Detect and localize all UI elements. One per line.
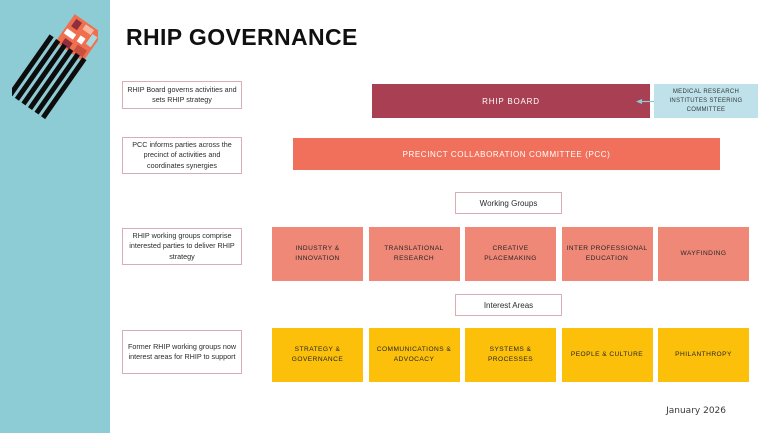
interest-area-item[interactable]: COMMUNICATIONS & ADVOCACY — [368, 328, 460, 382]
working-group-item[interactable]: INTER PROFESSIONAL EDUCATION — [561, 227, 653, 281]
interest-areas-row: STRATEGY & GOVERNANCE COMMUNICATIONS & A… — [272, 328, 749, 382]
page-title: RHIP GOVERNANCE — [126, 24, 358, 50]
sidebar-band — [0, 0, 110, 433]
note-pcc: PCC informs parties across the precinct … — [122, 137, 242, 174]
rhip-board-box: RHIP BOARD — [372, 84, 650, 118]
working-group-item[interactable]: INDUSTRY & INNOVATION — [272, 227, 363, 281]
note-working-groups: RHIP working groups comprise interested … — [122, 228, 242, 265]
working-group-item[interactable]: CREATIVE PLACEMAKING — [465, 227, 556, 281]
interest-area-item[interactable]: STRATEGY & GOVERNANCE — [272, 328, 363, 382]
slide-date: January 2026 — [666, 406, 726, 416]
note-interest-areas: Former RHIP working groups now interest … — [122, 330, 242, 374]
label-interest-areas: Interest Areas — [455, 294, 562, 316]
pcc-bar: PRECINCT COLLABORATION COMMITTEE (PCC) — [293, 138, 720, 170]
interest-area-item[interactable]: PHILANTHROPY — [658, 328, 749, 382]
label-working-groups: Working Groups — [455, 192, 562, 214]
working-group-item[interactable]: TRANSLATIONAL RESEARCH — [368, 227, 460, 281]
rhip-logo-icon — [12, 14, 98, 120]
interest-area-item[interactable]: SYSTEMS & PROCESSES — [465, 328, 556, 382]
interest-area-item[interactable]: PEOPLE & CULTURE — [561, 328, 653, 382]
working-groups-row: INDUSTRY & INNOVATION TRANSLATIONAL RESE… — [272, 227, 749, 281]
working-group-item[interactable]: WAYFINDING — [658, 227, 749, 281]
arrow-left-icon — [636, 99, 654, 104]
note-rhip-board: RHIP Board governs activities and sets R… — [122, 81, 242, 109]
steering-committee-box: MEDICAL RESEARCH INSTITUTES STEERING COM… — [654, 84, 758, 118]
